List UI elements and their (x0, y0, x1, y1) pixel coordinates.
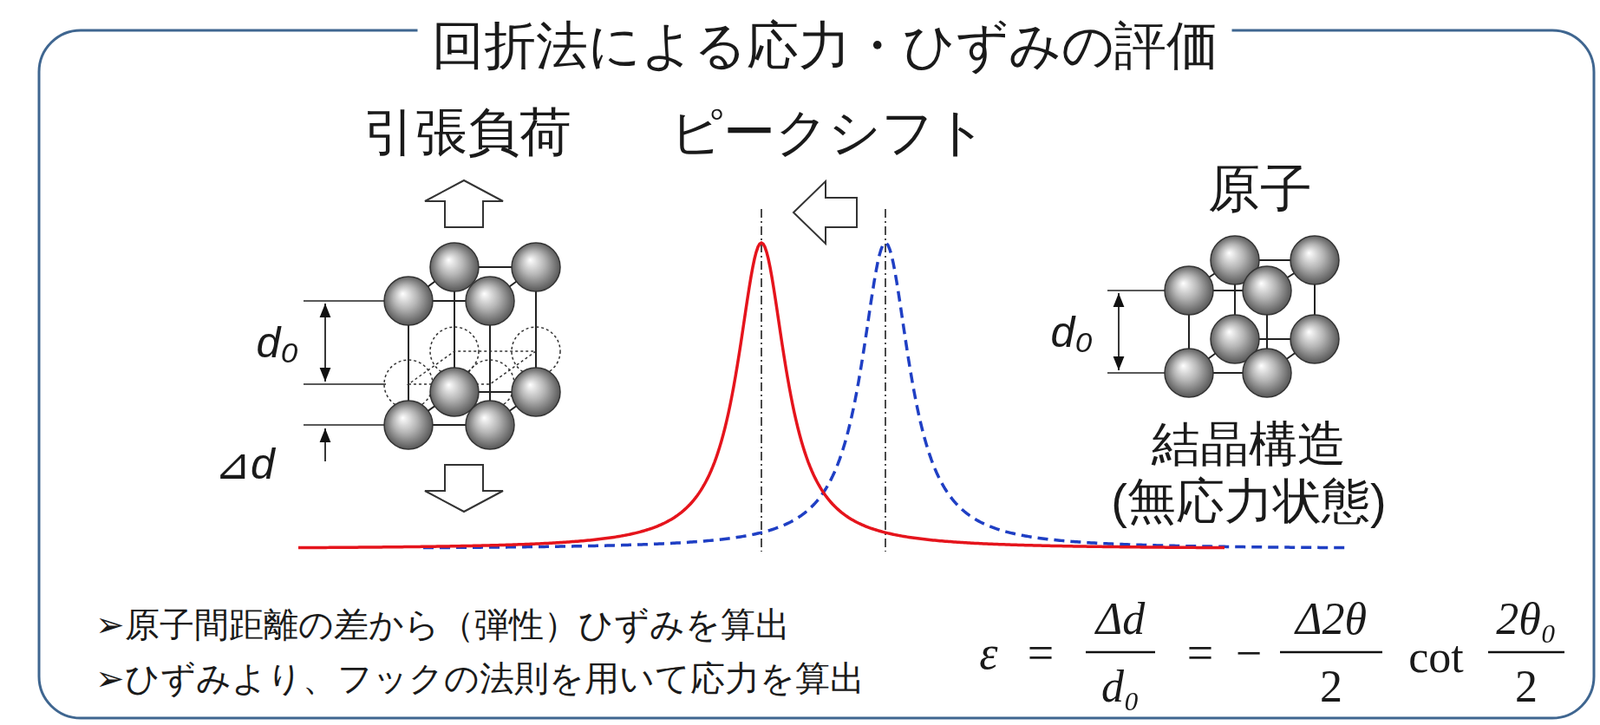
atom (384, 276, 433, 326)
formula-symbol: − (1235, 627, 1262, 680)
strained-crystal (303, 242, 561, 462)
formula-symbol: = (1027, 627, 1054, 680)
dimension-arrow (324, 303, 327, 382)
load-label: 引張負荷 (363, 104, 572, 162)
peak-center-line (884, 208, 887, 552)
atom (384, 400, 433, 450)
note-text: ➢ひずみより、フックの法則を用いて応力を算出 (95, 659, 865, 698)
dimension-line (303, 424, 386, 426)
atom (465, 276, 515, 326)
note-text: ➢原子間距離の差から（弾性）ひずみを算出 (95, 605, 791, 644)
panel-border (39, 30, 1594, 719)
stressed-peak (298, 242, 1225, 549)
peak-shift-label: ピークシフト (670, 104, 987, 162)
atom (1164, 266, 1214, 315)
formula-symbol: Δd (1096, 594, 1146, 644)
title: 回折法による応力・ひずみの評価 (417, 17, 1233, 75)
atom (1164, 348, 1214, 398)
dimension-arrow (1117, 293, 1120, 371)
formula-symbol: ε (979, 627, 998, 680)
fraction-bar (1280, 651, 1383, 654)
atom-label: 原子 (1208, 160, 1313, 218)
fraction-bar (1085, 651, 1156, 654)
formula-symbol: cot (1408, 632, 1464, 682)
atom (1242, 348, 1292, 398)
formula-symbol: = (1187, 627, 1214, 680)
atom (511, 242, 561, 292)
formula-symbol: d₀ (1101, 661, 1140, 712)
atom (1242, 266, 1292, 315)
atom (1290, 235, 1339, 285)
fraction-bar (1488, 651, 1565, 654)
structure-caption: 結晶構造 (無応力状態) (1075, 415, 1423, 530)
dimension-line (1107, 372, 1167, 374)
formula-symbol: Δ2θ (1295, 594, 1367, 644)
atom (465, 400, 515, 450)
delta-label: ⊿d (214, 440, 275, 489)
load-arrow-up (424, 180, 503, 228)
peak-center-line (760, 208, 763, 552)
dimension-line (303, 300, 391, 302)
unstressed-crystal (1107, 235, 1339, 398)
formula-symbol: 2 (1515, 661, 1538, 712)
atom (430, 242, 479, 292)
atoms (384, 242, 561, 450)
dimension-line (1107, 289, 1167, 292)
atom (1290, 314, 1339, 364)
formula-symbol: 2θ₀ (1495, 594, 1557, 644)
spacing-label: d₀ (1051, 308, 1094, 357)
atoms (1164, 235, 1339, 398)
dimension-line (303, 383, 386, 386)
delta-arrow (324, 428, 327, 462)
spacing-label: d₀ (256, 319, 300, 367)
shift-arrow (793, 181, 857, 244)
load-arrow-down (424, 464, 503, 512)
atom (511, 367, 561, 417)
formula-symbol: 2 (1319, 661, 1343, 712)
